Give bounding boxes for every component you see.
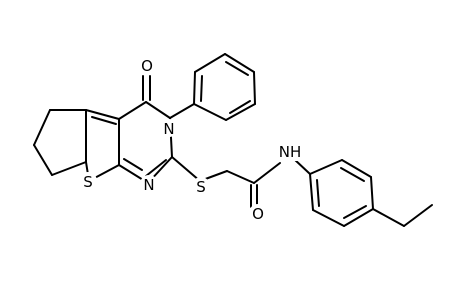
bond <box>370 176 374 210</box>
svg-text:O: O <box>252 205 264 223</box>
carbonyl-oxygen-label: O <box>138 56 156 75</box>
bond <box>145 101 171 119</box>
ethylphenyl-ring <box>309 159 433 227</box>
bond <box>145 159 167 177</box>
thiophene-sulfur-label: S <box>79 172 97 191</box>
thioacetamide-chain <box>171 156 311 208</box>
svg-text:NH: NH <box>279 143 302 161</box>
bond <box>253 162 281 184</box>
bond <box>85 109 120 120</box>
bond <box>33 109 51 146</box>
bond <box>169 103 195 119</box>
bond <box>293 158 311 175</box>
bond <box>200 75 203 102</box>
bond <box>51 161 87 176</box>
bond <box>33 144 53 176</box>
svg-text:N: N <box>143 176 154 194</box>
bond <box>372 208 405 227</box>
bond <box>312 209 345 227</box>
bond <box>118 101 147 120</box>
bond <box>194 53 226 73</box>
bond <box>193 71 196 105</box>
bond <box>309 173 314 211</box>
bond <box>225 61 249 76</box>
bond <box>343 208 374 227</box>
n-phenyl-ring <box>169 53 256 121</box>
bond <box>225 103 256 121</box>
svg-text:O: O <box>141 57 153 75</box>
carbonyl-group <box>142 75 151 101</box>
bond <box>224 53 255 73</box>
bond <box>316 179 320 207</box>
bond <box>229 100 251 114</box>
thioether-sulfur-label: S <box>192 177 210 196</box>
bond <box>343 205 367 219</box>
bond <box>309 159 343 175</box>
bond <box>253 71 256 105</box>
bond <box>341 159 372 178</box>
bond <box>403 204 433 227</box>
svg-text:S: S <box>196 178 206 196</box>
svg-text:N: N <box>163 120 174 138</box>
bond <box>123 158 143 171</box>
ring-nitrogen-phenyl-label: N <box>160 119 178 138</box>
bond <box>340 167 365 182</box>
bond <box>91 116 117 125</box>
bond <box>171 156 201 182</box>
thiophene-ring <box>85 109 120 182</box>
pyrimidinone-ring <box>118 101 173 184</box>
pyrimidine-nitrogen-label: N <box>140 175 158 194</box>
svg-text:S: S <box>83 173 93 191</box>
bond <box>226 170 255 184</box>
amide-nh-label: NH <box>276 143 304 161</box>
bond <box>193 103 227 121</box>
amide-oxygen-label: O <box>249 204 267 223</box>
cyclopentane-ring <box>33 109 87 176</box>
